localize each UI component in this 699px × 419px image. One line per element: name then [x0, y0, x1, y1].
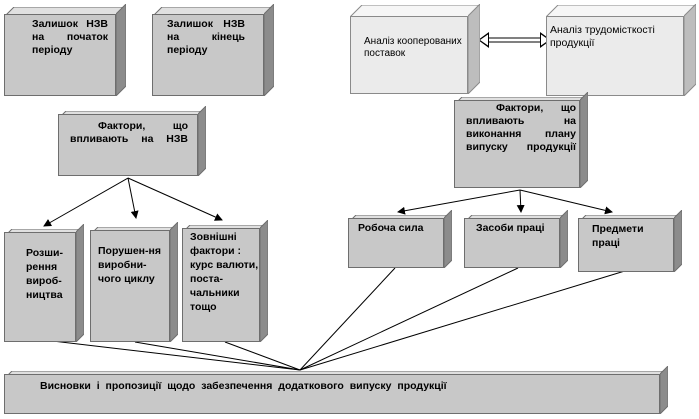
arrow-to-cycle-violation	[127, 177, 139, 219]
external-factors-box: Зовнішні фактори : курс валюти, поста-ча…	[180, 218, 270, 344]
arrow-to-production-expansion	[43, 177, 129, 227]
wip-start-box: Залишок НЗВ на початок періоду	[2, 2, 128, 98]
means-of-labor-label: Засоби праці	[476, 222, 545, 234]
labor-force-box: Робоча сила	[346, 208, 454, 270]
factors-plan-label: Фактори, що впливають на виконання плану…	[466, 102, 576, 153]
objects-of-labor-label: Предмети праці	[592, 223, 644, 249]
coop-supply-label: Аналіз кооперованих поставок	[364, 36, 462, 59]
arrow-to-means-of-labor	[516, 189, 525, 213]
arrow-to-objects-of-labor	[519, 189, 613, 215]
production-expansion-label: Розши-рення вироб-ництва	[26, 247, 63, 301]
labor-intensity-label: Аналіз трудомісткості продукції	[550, 24, 655, 49]
labor-intensity-box: Аналіз трудомісткості продукції	[544, 2, 698, 98]
cycle-violation-box: Порушен-ня виробни-чого циклу	[88, 220, 180, 344]
wip-end-box: Залишок НЗВ на кінець періоду	[150, 2, 276, 98]
coop-supply-box: Аналіз кооперованих поставок	[348, 2, 482, 96]
objects-of-labor-box: Предмети праці	[576, 208, 684, 274]
arrow-to-external-factors	[127, 177, 223, 221]
external-factors-label: Зовнішні фактори : курс валюти, поста-ча…	[190, 231, 259, 313]
production-expansion-box: Розши-рення вироб-ництва	[2, 222, 86, 344]
conclusions-label: Висновки і пропозиції щодо забезпечення …	[40, 380, 447, 392]
conclusions-box: Висновки і пропозиції щодо забезпечення …	[2, 364, 670, 416]
factors-wip-box: Фактори, що впливають на НЗВ	[56, 104, 208, 178]
factors-wip-label: Фактори, що впливають на НЗВ	[70, 120, 188, 145]
labor-force-label: Робоча сила	[358, 222, 424, 234]
means-of-labor-box: Засоби праці	[462, 208, 570, 270]
wip-end-label: Залишок НЗВ на кінець періоду	[167, 18, 245, 56]
arrow-to-labor-force	[397, 189, 521, 215]
wip-start-label: Залишок НЗВ на початок періоду	[32, 18, 108, 56]
cycle-violation-label: Порушен-ня виробни-чого циклу	[98, 245, 161, 285]
factors-plan-box: Фактори, що впливають на виконання плану…	[452, 90, 590, 190]
